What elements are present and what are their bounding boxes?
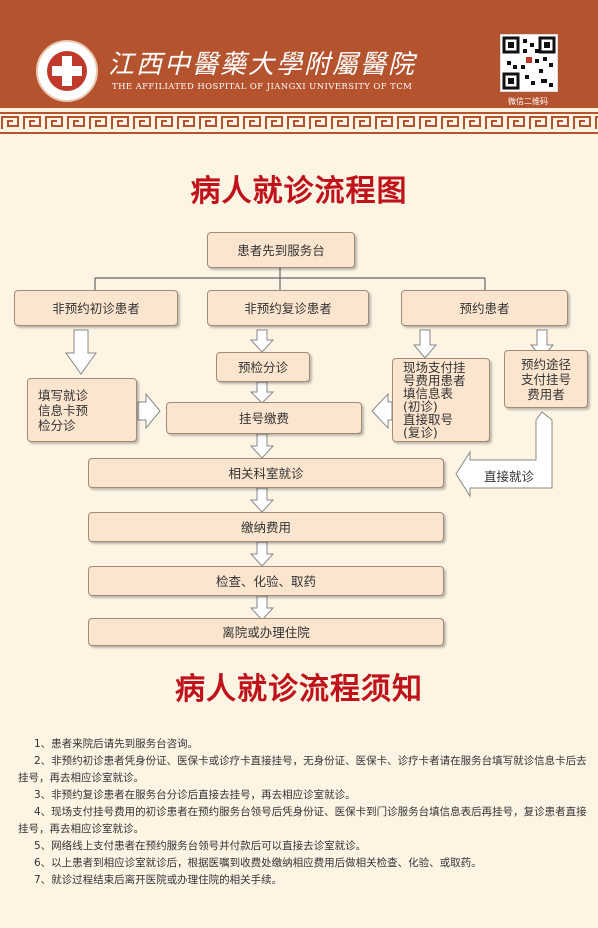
flowchart-title: 病人就诊流程图	[190, 174, 408, 209]
pre-triage-box: 预检分诊	[216, 352, 310, 382]
notice-title: 病人就诊流程须知	[175, 672, 423, 707]
onsite-pay-line-4: (初诊)	[403, 399, 438, 414]
onsite-pay-line-6: (复诊)	[403, 425, 438, 440]
fill-form-box: 填写就诊 信息卡预 检分诊	[27, 378, 137, 442]
onsite-pay-line-1: 现场支付挂	[403, 360, 466, 375]
notice-item: 2、非预约初诊患者凭身份证、医保卡或诊疗卡直接挂号，无身份证、医保卡、诊疗卡者请…	[18, 755, 587, 784]
fill-form-line-3: 检分诊	[38, 417, 76, 433]
prepaid-line-2: 支付挂号	[520, 371, 571, 387]
non-appt-first-box: 非预约初诊患者	[14, 290, 178, 326]
direct-visit-label: 直接就诊	[484, 469, 535, 484]
prepaid-line-1: 预约途径	[520, 356, 571, 372]
notice-item: 4、现场支付挂号费用的初诊患者在预约服务台领号后凭身份证、医保卡到门诊服务台填信…	[18, 806, 587, 835]
onsite-pay-line-3: 填信息表	[403, 386, 454, 401]
notice-item: 5、网络线上支付患者在预约服务台领号并付款后可以直接去诊室就诊。	[34, 840, 367, 852]
onsite-pay-line-5: 直接取号	[403, 412, 454, 427]
qr-code-graphic	[502, 36, 556, 90]
qr-label: 微信二维码	[508, 97, 548, 106]
non-appt-return-box: 非预约复诊患者	[207, 290, 369, 326]
notice-item: 1、患者来院后请先到服务台咨询。	[34, 738, 199, 750]
hospital-logo	[36, 40, 98, 102]
service-desk-box: 患者先到服务台	[207, 232, 355, 268]
cross-icon-bar	[52, 66, 82, 76]
header-banner: 江西中醫藥大學附屬醫院 THE AFFILIATED HOSPITAL OF J…	[0, 0, 598, 108]
prepaid-box: 预约途径 支付挂号 费用者	[504, 350, 588, 408]
notice-list: 1、患者来院后请先到服务台咨询。 2、非预约初诊患者凭身份证、医保卡或诊疗卡直接…	[18, 736, 588, 889]
discharge-box: 离院或办理住院	[88, 618, 444, 646]
notice-item: 6、以上患者到相应诊室就诊后，根据医嘱到收费处缴纳相应费用后做相关检查、化验、或…	[34, 857, 482, 869]
appointment-box: 预约患者	[401, 290, 568, 326]
notice-item: 7、就诊过程结束后离开医院或办理住院的相关手续。	[34, 874, 283, 886]
qr-code-icon	[500, 34, 558, 92]
pay-fees-box: 缴纳费用	[88, 512, 444, 542]
prepaid-line-3: 费用者	[527, 386, 565, 402]
hospital-name-en: THE AFFILIATED HOSPITAL OF JIANGXI UNIVE…	[112, 82, 413, 92]
flowchart-connectors	[65, 268, 555, 621]
fill-form-line-2: 信息卡预	[38, 402, 89, 418]
onsite-pay-box: 现场支付挂 号费用患者 填信息表 (初诊) 直接取号 (复诊)	[392, 358, 490, 442]
hospital-name-cn: 江西中醫藥大學附屬醫院	[108, 50, 417, 80]
decorative-border	[0, 112, 598, 134]
clinic-visit-box: 相关科室就诊	[88, 458, 444, 488]
onsite-pay-line-2: 号费用患者	[403, 373, 466, 388]
register-pay-box: 挂号缴费	[166, 402, 362, 434]
fill-form-line-1: 填写就诊	[38, 387, 89, 403]
fret-pattern	[0, 114, 598, 132]
exam-box: 检查、化验、取药	[88, 566, 444, 596]
notice-item: 3、非预约复诊患者在服务台分诊后直接去挂号，再去相应诊室就诊。	[34, 789, 356, 801]
